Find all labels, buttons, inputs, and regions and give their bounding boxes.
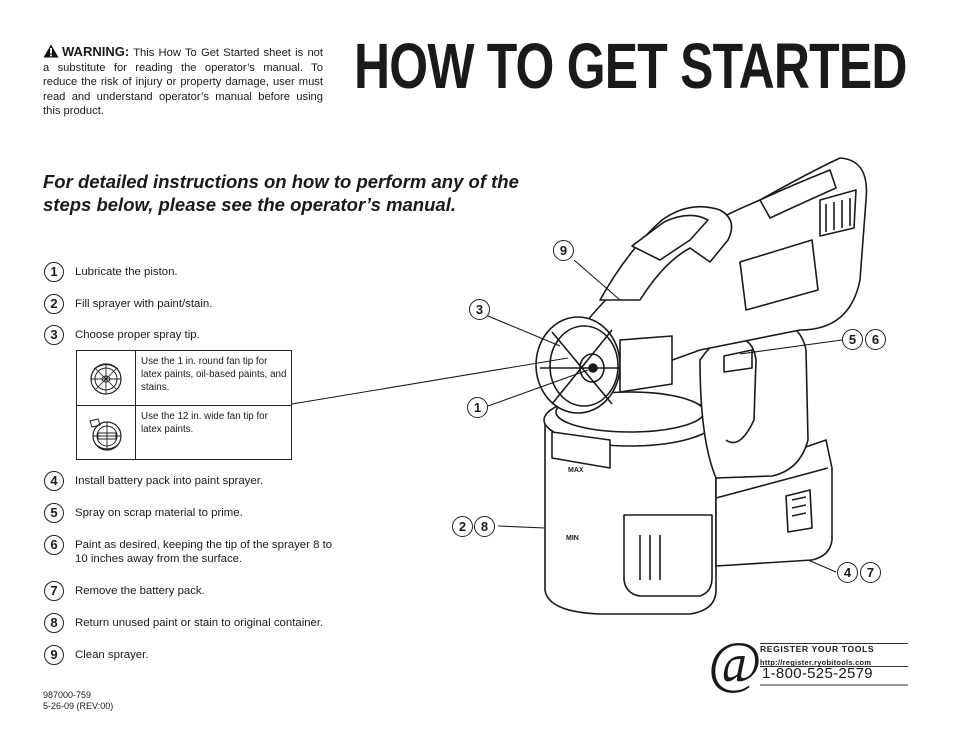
step-item: 2 Fill sprayer with paint/stain.	[44, 294, 365, 314]
step-number-badge: 6	[44, 535, 64, 555]
callout-7: 7	[860, 562, 881, 583]
step-number-badge: 4	[44, 471, 64, 491]
tip-image-cell	[77, 406, 136, 460]
step-text: Fill sprayer with paint/stain.	[75, 298, 213, 310]
step-text: Paint as desired, keeping the tip of the…	[75, 539, 333, 565]
step-item: 8 Return unused paint or stain to origin…	[44, 613, 365, 633]
tip-image-cell	[77, 351, 136, 405]
callout-6: 6	[865, 329, 886, 350]
step-text: Return unused paint or stain to original…	[75, 617, 324, 629]
step-number-badge: 5	[44, 503, 64, 523]
spray-tip-table: Use the 1 in. round fan tip for latex pa…	[76, 350, 292, 460]
wide-fan-tip-icon	[89, 418, 122, 451]
callout-2: 2	[452, 516, 473, 537]
step-text: Remove the battery pack.	[75, 585, 205, 597]
callout-5: 5	[842, 329, 863, 350]
instructions-subtitle: For detailed instructions on how to perf…	[43, 171, 519, 215]
step-text: Install battery pack into paint sprayer.	[75, 475, 264, 487]
step-item: 9 Clean sprayer.	[44, 645, 365, 665]
warning-triangle-icon	[43, 44, 59, 58]
tip-description: Use the 12 in. wide fan tip for latex pa…	[141, 411, 268, 435]
register-heading: REGISTER YOUR TOOLS	[760, 644, 875, 654]
step-number-badge: 2	[44, 294, 64, 314]
step-number-badge: 7	[44, 581, 64, 601]
step-text: Clean sprayer.	[75, 649, 149, 661]
round-fan-tip-icon	[90, 363, 122, 395]
callout-4: 4	[837, 562, 858, 583]
callout-1: 1	[467, 397, 488, 418]
register-phone: 1-800-525-2579	[762, 665, 873, 682]
step-text: Choose proper spray tip.	[75, 329, 200, 341]
warning-label: WARNING:	[62, 44, 130, 59]
document-codes: 987000-759 5-26-09 (REV:00)	[43, 690, 113, 712]
step-number-badge: 8	[44, 613, 64, 633]
register-url[interactable]: http://register.ryobitools.com	[760, 658, 872, 667]
part-number: 987000-759	[43, 690, 92, 700]
tip-row: Use the 1 in. round fan tip for latex pa…	[77, 351, 291, 406]
paint-sprayer-illustration: MAX MIN	[291, 157, 868, 615]
callout-9: 9	[553, 240, 574, 261]
at-symbol-icon: @	[708, 630, 762, 695]
max-fill-mark: MAX	[568, 467, 584, 474]
tip-table-leader-line	[291, 357, 569, 405]
callout-8: 8	[474, 516, 495, 537]
tip-description: Use the 1 in. round fan tip for latex pa…	[141, 356, 287, 393]
step-item: 5 Spray on scrap material to prime.	[44, 503, 365, 523]
min-fill-mark: MIN	[566, 535, 579, 542]
step-text: Lubricate the piston.	[75, 266, 178, 278]
step-item: 6 Paint as desired, keeping the tip of t…	[44, 535, 337, 566]
step-item: 3 Choose proper spray tip.	[44, 325, 365, 345]
register-tools-block: @ REGISTER YOUR TOOLS http://register.ry…	[708, 634, 908, 694]
step-text: Spray on scrap material to prime.	[75, 507, 243, 519]
warning-notice: WARNING: This How To Get Started sheet i…	[43, 44, 323, 119]
warning-text: This How To Get Started sheet is not a s…	[43, 47, 323, 118]
step-number-badge: 3	[44, 325, 64, 345]
callout-3: 3	[469, 299, 490, 320]
step-item: 4 Install battery pack into paint spraye…	[44, 471, 365, 491]
step-item: 7 Remove the battery pack.	[44, 581, 365, 601]
tip-row: Use the 12 in. wide fan tip for latex pa…	[77, 406, 291, 460]
step-number-badge: 9	[44, 645, 64, 665]
step-item: 1 Lubricate the piston.	[44, 262, 365, 282]
step-number-badge: 1	[44, 262, 64, 282]
page-title: HOW TO GET STARTED	[354, 30, 907, 102]
revision-date: 5-26-09 (REV:00)	[43, 701, 114, 711]
